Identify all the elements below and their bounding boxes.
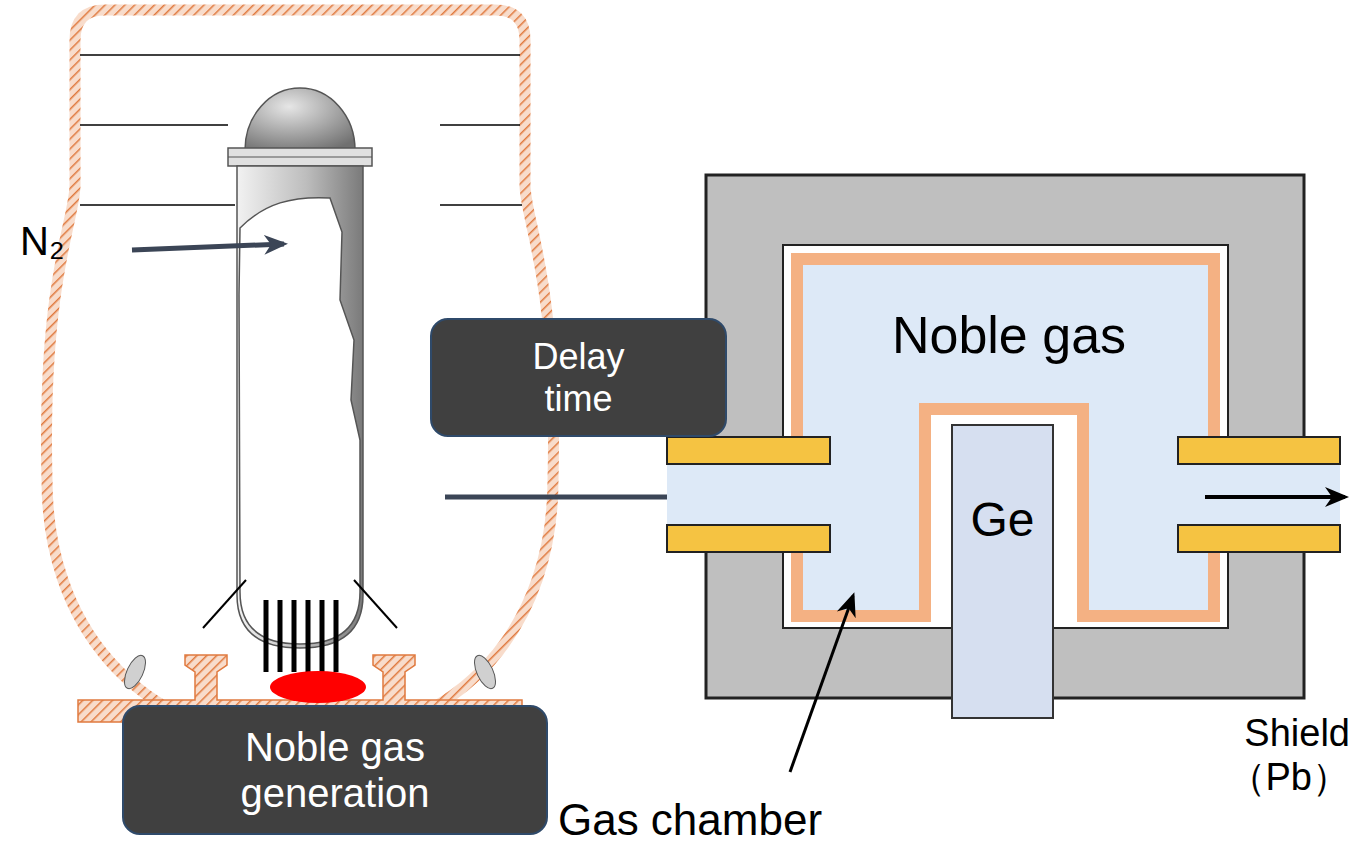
- delay-box: Delay time: [430, 318, 727, 437]
- nozzle: [120, 652, 150, 691]
- outflow-arrow: [1205, 495, 1345, 499]
- pipe-wall: [1178, 525, 1340, 552]
- node-text: Ge: [970, 492, 1034, 547]
- core-barrel: [237, 166, 363, 648]
- leader-line: [790, 596, 853, 772]
- vessel-line: [80, 54, 520, 56]
- vessel-line: [80, 124, 228, 126]
- noble-gas-source: [270, 671, 366, 703]
- pipe-wall: [667, 525, 830, 552]
- support-leg: [354, 580, 397, 628]
- dome: [245, 88, 355, 150]
- flange: [228, 148, 372, 166]
- pipe-wall: [667, 437, 830, 464]
- nozzle: [470, 652, 500, 691]
- pipe-gas: [1200, 464, 1340, 525]
- gas-label: N₂: [20, 218, 130, 264]
- fuel-rods: [266, 600, 336, 672]
- flange-line: [228, 157, 372, 158]
- node-text: Delay time: [509, 336, 649, 419]
- vessel-line: [80, 204, 235, 206]
- ge-box: Ge: [954, 470, 1051, 570]
- pipe-wall: [1178, 437, 1340, 464]
- vessel-line: [440, 124, 520, 126]
- ge-detector: [952, 425, 1053, 718]
- pipe-gas: [667, 464, 812, 525]
- support-leg: [203, 580, 246, 628]
- node-text: Noble gas: [892, 306, 1126, 366]
- node-text: Noble gas generation: [220, 724, 450, 816]
- n2-arrow: [132, 244, 284, 250]
- cutaway: [239, 198, 360, 644]
- generation-box: Noble gas generation: [122, 705, 548, 835]
- part-name: Gas chamber: [540, 795, 840, 846]
- vessel-line: [440, 204, 522, 206]
- part-name: Shield （Pb）: [1200, 712, 1350, 799]
- chamber-region: Noble gas: [810, 272, 1208, 400]
